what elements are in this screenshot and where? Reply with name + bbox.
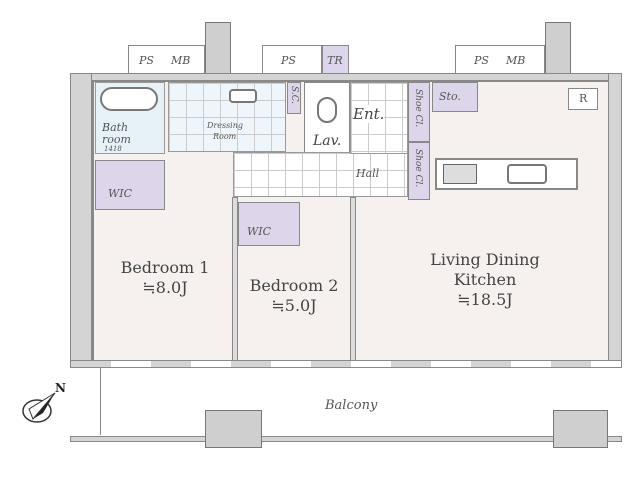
lav-label: Lav. xyxy=(313,133,342,149)
tr-box: TR xyxy=(322,45,349,76)
r-box: R xyxy=(568,88,598,110)
interior-wall xyxy=(350,197,356,362)
sto-label: Sto. xyxy=(439,90,461,103)
bedroom2-size: ≒5.0J xyxy=(271,296,317,315)
bathroom-label-2: room xyxy=(102,133,131,146)
sc-storage: S.C. xyxy=(287,82,301,114)
bathtub-icon xyxy=(100,87,158,111)
shoe-closet: Shoe Cl. xyxy=(408,142,430,200)
balcony-label: Balcony xyxy=(325,398,378,413)
ps-box: PS xyxy=(262,45,322,76)
hall: Hall xyxy=(233,152,408,197)
mb-label: MB xyxy=(506,54,526,67)
pillar xyxy=(545,22,571,76)
dressing-label-2: Room xyxy=(213,132,237,141)
tr-label: TR xyxy=(327,54,343,67)
ps-label: PS xyxy=(281,54,296,67)
bedroom1: Bedroom 1 ≒8.0J xyxy=(100,258,230,298)
bedroom2-name: Bedroom 2 xyxy=(249,276,339,295)
storage-sto: Sto. xyxy=(432,82,478,112)
wic-label: WIC xyxy=(247,225,272,238)
mb-label: MB xyxy=(171,54,191,67)
ps-label: PS xyxy=(474,54,489,67)
ldk: Living Dining Kitchen ≒18.5J xyxy=(400,250,570,310)
lavatory: Lav. xyxy=(304,82,350,154)
wic-1: WIC xyxy=(95,160,165,210)
ent-label: Ent. xyxy=(353,105,385,123)
shoe-closet-label: Shoe Cl. xyxy=(413,149,423,188)
compass-icon: N xyxy=(15,381,70,433)
shoe-closet-label: Shoe Cl. xyxy=(413,89,423,128)
bathroom: Bath room 1418 xyxy=(95,82,165,154)
kitchen-counter xyxy=(435,158,578,190)
bedroom1-name: Bedroom 1 xyxy=(120,258,210,277)
hall-label: Hall xyxy=(356,167,380,180)
bedroom2: Bedroom 2 ≒5.0J xyxy=(238,276,350,316)
dressing-room: Dressing Room xyxy=(168,82,286,152)
north-label: N xyxy=(55,381,66,395)
kitchen-sink-icon xyxy=(507,164,547,184)
r-label: R xyxy=(579,92,588,105)
ldk-name: Living Dining xyxy=(430,250,540,269)
wic-2: WIC xyxy=(238,202,300,246)
exterior-wall xyxy=(70,73,92,368)
bathroom-size: 1418 xyxy=(104,145,122,153)
stove-icon xyxy=(443,164,477,184)
ldk-size: ≒18.5J xyxy=(457,290,513,309)
balcony-divider xyxy=(100,368,101,435)
exterior-wall xyxy=(608,73,622,368)
ps-mb-box: PS MB xyxy=(455,45,545,76)
sink-icon xyxy=(229,89,257,103)
ldk-name-2: Kitchen xyxy=(453,270,517,289)
toilet-icon xyxy=(317,97,337,123)
ps-label: PS xyxy=(139,54,154,67)
ps-mb-box: PS MB xyxy=(128,45,205,76)
dressing-label: Dressing xyxy=(207,121,244,130)
shoe-closet: Shoe Cl. xyxy=(408,82,430,142)
pillar xyxy=(205,22,231,76)
bedroom1-size: ≒8.0J xyxy=(142,278,188,297)
window-wall xyxy=(70,360,622,368)
balcony-rail xyxy=(70,436,622,442)
sc-label: S.C. xyxy=(289,86,299,105)
pillar xyxy=(553,410,608,448)
pillar xyxy=(205,410,262,448)
bathroom-label: Bath xyxy=(102,121,129,134)
wic-label: WIC xyxy=(108,187,133,200)
entrance: Ent. xyxy=(350,82,408,154)
